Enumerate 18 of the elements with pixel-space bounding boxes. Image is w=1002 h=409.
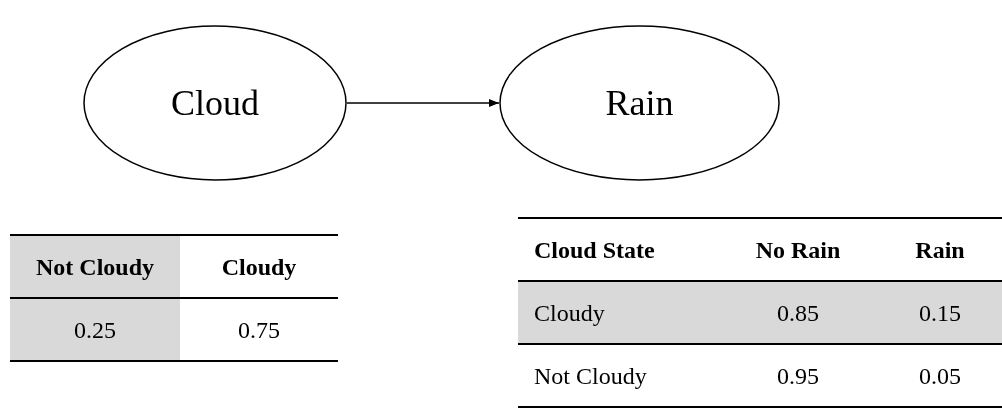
table-cell: 0.85 bbox=[718, 282, 878, 343]
ellipse-node bbox=[83, 25, 347, 181]
table-cell: Cloudy bbox=[518, 282, 718, 343]
header-cell-text: Cloudy bbox=[220, 252, 298, 282]
header-cell: Not Cloudy bbox=[10, 236, 180, 297]
table-cell-text: Not Cloudy bbox=[533, 361, 648, 391]
table-cell-text: 0.75 bbox=[237, 315, 281, 345]
ellipse-node bbox=[499, 25, 780, 181]
table-cell-text: 0.95 bbox=[776, 361, 820, 391]
table-cell: 0.15 bbox=[878, 282, 1002, 343]
table-cell-text: 0.05 bbox=[918, 361, 962, 391]
header-cell-text: Rain bbox=[914, 235, 966, 265]
node-label: Rain bbox=[605, 82, 674, 125]
header-cell-text: No Rain bbox=[754, 235, 842, 265]
table-cell: 0.25 bbox=[10, 299, 180, 360]
node-label: Cloud bbox=[171, 82, 259, 125]
arrow bbox=[346, 99, 500, 107]
header-cell-text: Cloud State bbox=[533, 235, 656, 265]
